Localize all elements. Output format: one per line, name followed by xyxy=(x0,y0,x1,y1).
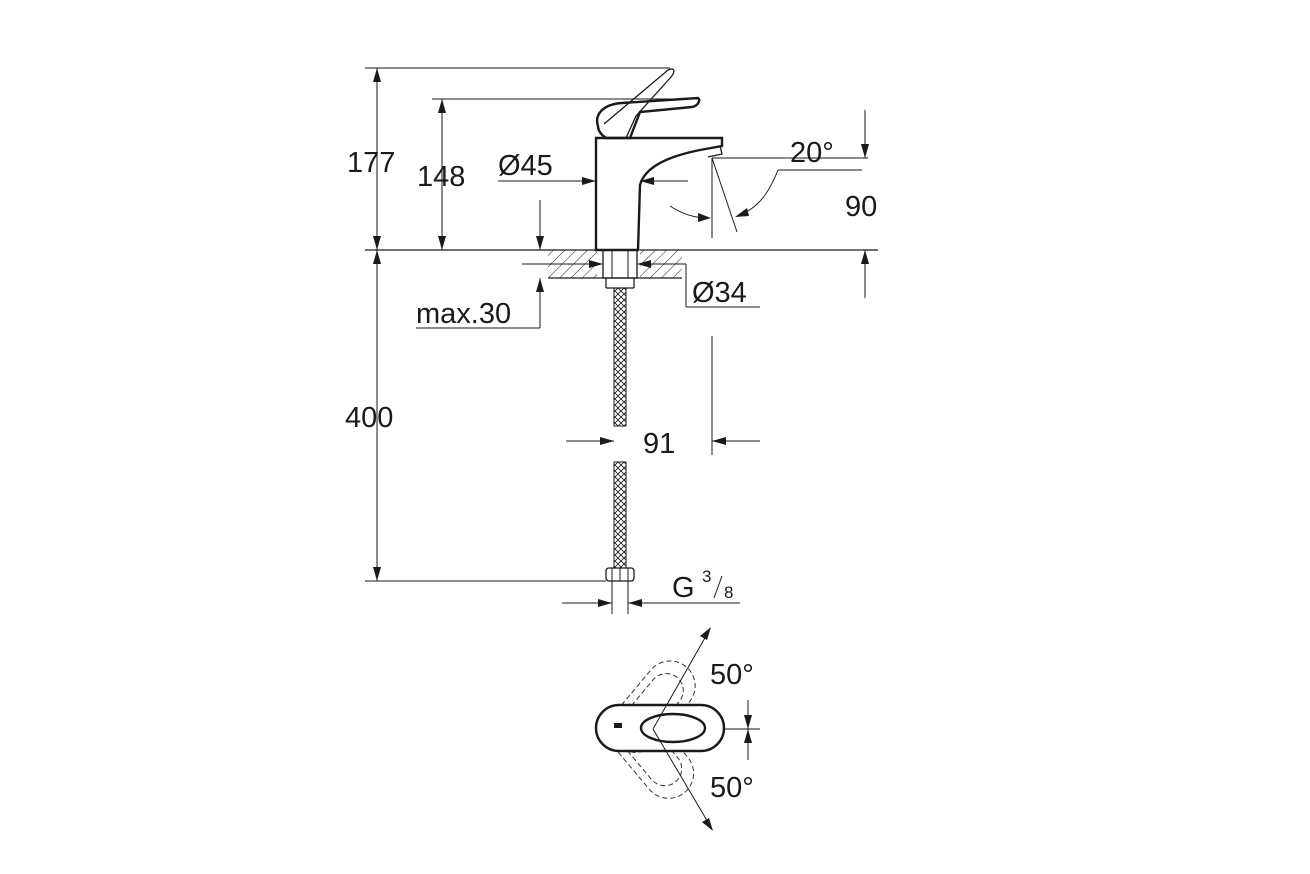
spout-tip xyxy=(699,145,723,158)
lever-top-outline xyxy=(639,712,707,744)
temperature-indicator xyxy=(614,723,622,728)
label-rotation-bottom: 50° xyxy=(710,772,754,804)
side-view: 177 148 Ø45 20° xyxy=(345,67,878,614)
dim-90: 90 xyxy=(845,110,877,298)
dim-thread: G 3 8 xyxy=(562,567,740,607)
dim-91: 91 xyxy=(566,336,760,460)
lever-closed xyxy=(595,96,701,140)
label-diameter-34: Ø34 xyxy=(692,277,747,309)
label-90: 90 xyxy=(845,191,877,223)
label-thread-denominator: 8 xyxy=(724,583,733,602)
countertop-section xyxy=(548,250,682,279)
hose-connector xyxy=(605,567,635,614)
label-thread-numerator: 3 xyxy=(702,567,711,586)
label-91: 91 xyxy=(643,428,675,460)
top-view: 50° 50° xyxy=(594,627,760,831)
hose-upper xyxy=(613,287,627,427)
dim-177: 177 xyxy=(347,67,670,250)
dim-angle-20: 20° xyxy=(669,137,868,238)
dim-148: 148 xyxy=(417,98,698,250)
label-diameter-45: Ø45 xyxy=(498,150,553,182)
dim-diameter-34: Ø34 xyxy=(522,260,760,309)
label-max-30: max.30 xyxy=(416,298,511,330)
faucet-body xyxy=(594,136,724,252)
dim-400: 400 xyxy=(345,250,606,582)
label-rotation-top: 50° xyxy=(710,659,754,691)
label-177: 177 xyxy=(347,147,395,179)
label-thread-g: G xyxy=(672,572,695,604)
hose-lower xyxy=(613,461,627,569)
dim-diameter-45: Ø45 xyxy=(498,150,688,185)
dim-max-30: max.30 xyxy=(416,200,544,330)
lever-open xyxy=(603,68,675,139)
dim-rotation: 50° 50° xyxy=(652,627,760,831)
label-148: 148 xyxy=(417,161,465,193)
label-angle-20: 20° xyxy=(790,137,834,169)
label-400: 400 xyxy=(345,402,393,434)
